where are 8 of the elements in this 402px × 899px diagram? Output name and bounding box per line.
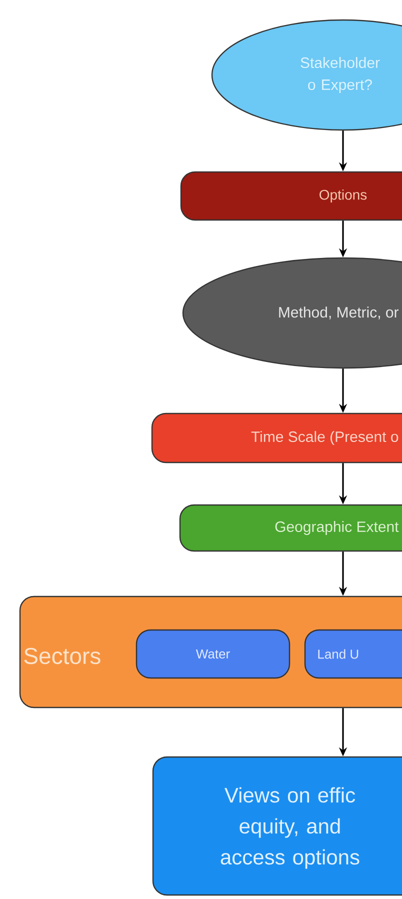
ellipse-node: Method, Metric, or <box>182 257 402 369</box>
process-box: Geographic Extent <box>179 504 402 552</box>
result-box: Views on effic equity, and access options <box>152 756 402 896</box>
sector-box: Land U <box>304 629 402 679</box>
ellipse-node: Stakeholder o Expert? <box>211 19 402 131</box>
process-box: Time Scale (Present o <box>151 412 402 464</box>
process-box: Options <box>180 171 402 221</box>
sector-box: Water <box>136 629 290 679</box>
